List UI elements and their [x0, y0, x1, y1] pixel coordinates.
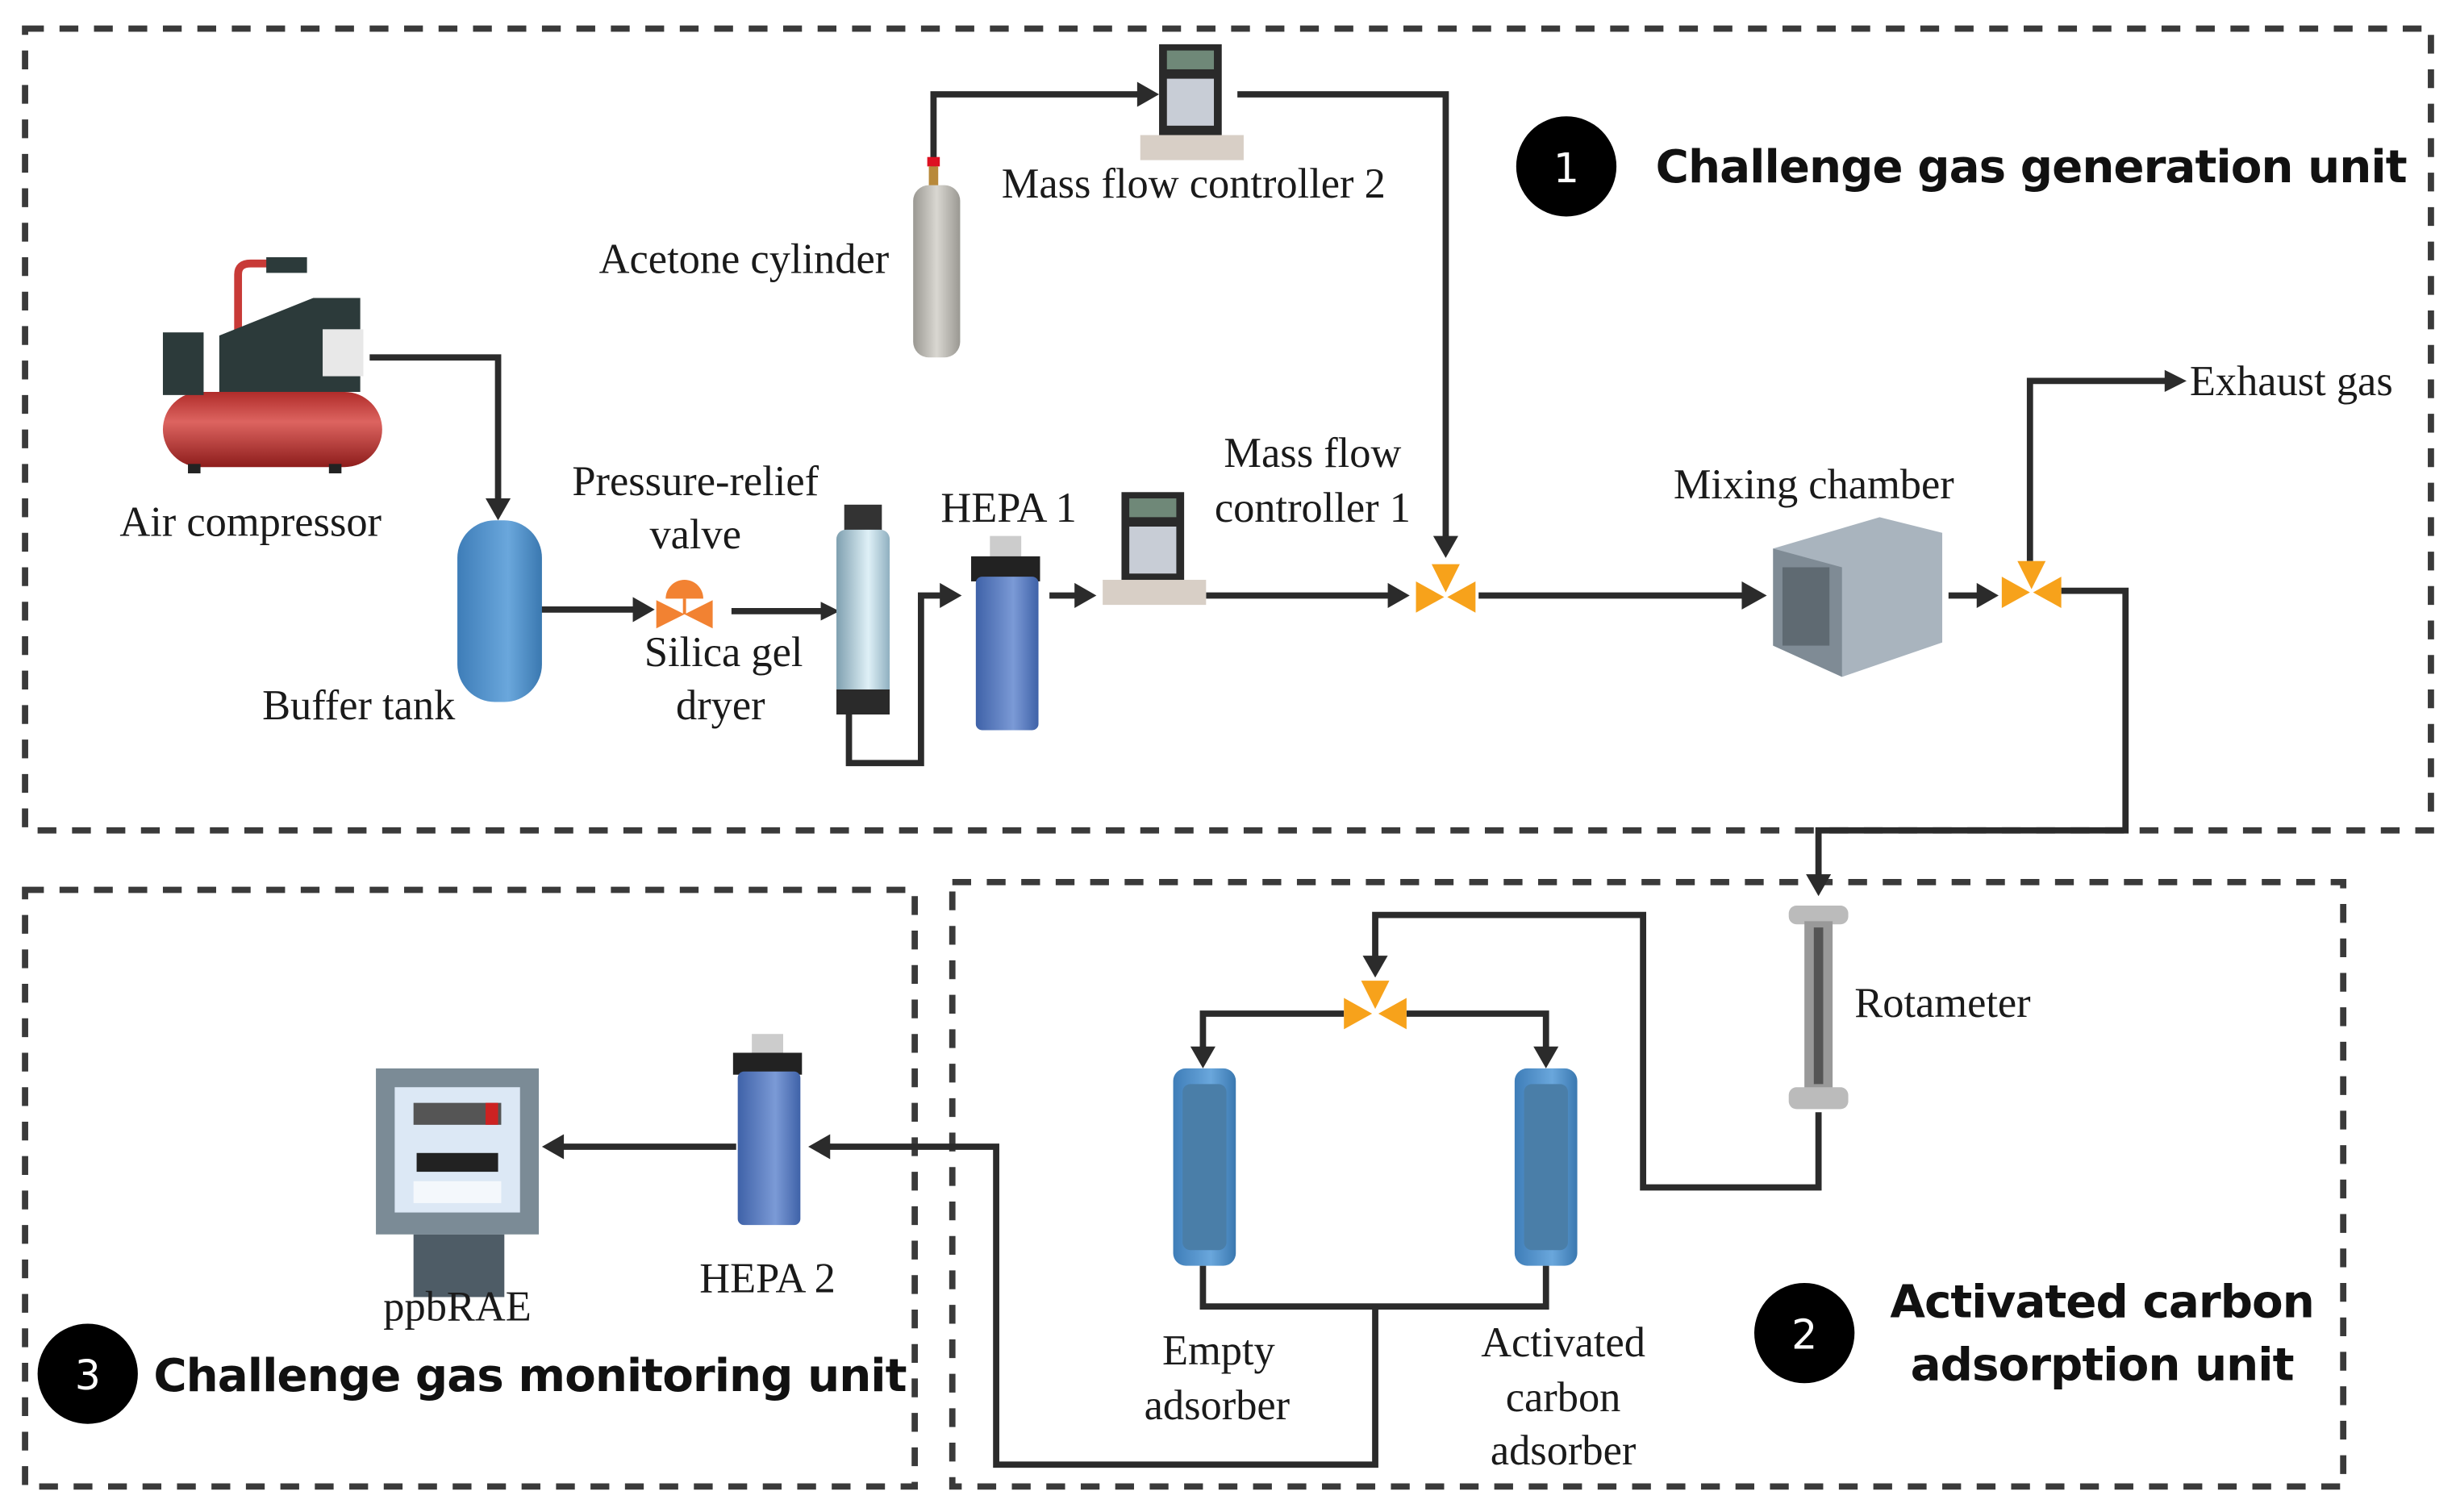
- label-ac-adsorber-1: Activated: [1481, 1319, 1645, 1366]
- three-way-valve-1-icon: [1416, 564, 1476, 613]
- label-mfc1-1: Mass flow: [1224, 430, 1401, 477]
- mixing-chamber-icon: [1773, 517, 1943, 677]
- air-compressor-icon: [162, 256, 382, 473]
- ppbrae-monitor-icon: [376, 1068, 540, 1297]
- label-exhaust-gas: Exhaust gas: [2190, 358, 2393, 405]
- acetone-cylinder-icon: [913, 156, 961, 358]
- unit3-title: Challenge gas monitoring unit: [153, 1350, 906, 1402]
- label-hepa1: HEPA 1: [940, 485, 1077, 531]
- mass-flow-controller-2-icon: [1140, 44, 1244, 160]
- label-mixing-chamber: Mixing chamber: [1674, 461, 1954, 508]
- label-ac-adsorber-3: adsorber: [1491, 1427, 1636, 1474]
- label-pressure-relief-1: Pressure-relief: [572, 458, 819, 505]
- unit1-boundary: [22, 25, 2434, 834]
- silica-gel-dryer-icon: [836, 504, 890, 715]
- unit2-badge: [1754, 1282, 1855, 1384]
- mass-flow-controller-1-icon: [1103, 492, 1207, 606]
- label-empty-adsorber-1: Empty: [1162, 1327, 1275, 1374]
- unit3-boundary: [22, 886, 918, 1490]
- buffer-tank-icon: [457, 520, 542, 702]
- label-ac-adsorber-2: carbon: [1506, 1374, 1621, 1421]
- activated-carbon-adsorber-icon: [1514, 1068, 1578, 1266]
- unit2-number: 2: [1791, 1311, 1817, 1359]
- unit2-title-line2: adsorption unit: [1911, 1339, 2294, 1391]
- label-rotameter: Rotameter: [1854, 980, 2030, 1027]
- label-mfc1-2: controller 1: [1215, 485, 1411, 531]
- unit1-title: Challenge gas generation unit: [1656, 141, 2407, 194]
- unit3-badge: [37, 1323, 138, 1424]
- pressure-relief-valve-icon: [656, 580, 713, 629]
- label-ppbrae: ppbRAE: [383, 1284, 531, 1331]
- unit3-number: 3: [75, 1352, 101, 1399]
- hepa2-filter-icon: [732, 1034, 803, 1226]
- unit2-title-line1: Activated carbon: [1890, 1277, 2313, 1329]
- label-empty-adsorber-2: adsorber: [1145, 1382, 1290, 1429]
- label-silica-gel-1: Silica gel: [644, 629, 803, 676]
- label-silica-gel-2: dryer: [676, 682, 765, 729]
- unit2-boundary: [949, 878, 2347, 1490]
- three-way-valve-3-icon: [1344, 981, 1407, 1030]
- unit1-badge: [1516, 116, 1617, 217]
- hepa1-filter-icon: [971, 535, 1040, 731]
- empty-adsorber-icon: [1173, 1068, 1236, 1266]
- label-pressure-relief-2: valve: [649, 511, 741, 558]
- rotameter-icon: [1788, 905, 1849, 1110]
- pipes: [369, 81, 2187, 1468]
- three-way-valve-2-icon: [2001, 560, 2062, 608]
- label-mfc2: Mass flow controller 2: [1002, 160, 1386, 207]
- label-air-compressor: Air compressor: [119, 499, 382, 546]
- label-hepa2: HEPA 2: [699, 1256, 836, 1302]
- label-acetone-cylinder: Acetone cylinder: [599, 235, 890, 282]
- label-buffer-tank: Buffer tank: [262, 682, 456, 729]
- unit1-number: 1: [1553, 144, 1579, 192]
